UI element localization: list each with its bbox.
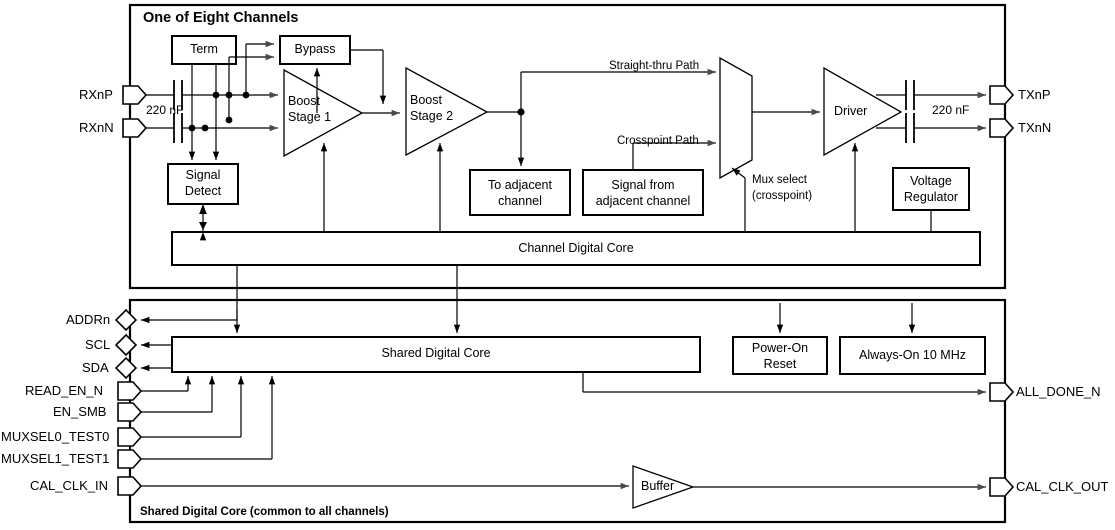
pin-addrn-label: ADDRn — [66, 312, 111, 327]
pin-en-smb-label: EN_SMB — [53, 404, 107, 419]
boost-stage-2-label-line1: Boost — [410, 93, 442, 107]
to-adjacent-channel-label-line1: To adjacent — [488, 178, 552, 192]
tx-coupling-cap-label: 220 nF — [932, 103, 970, 117]
pin-rxnp-label: RXnP — [79, 87, 113, 102]
always-on-clock-label: Always-On 10 MHz — [859, 348, 966, 362]
channel-digital-core-block — [171, 231, 981, 266]
buffer-label: Buffer — [641, 479, 675, 493]
crosspoint-path-label: Crosspoint Path — [617, 135, 699, 147]
from-adjacent-channel-label-line2: adjacent channel — [595, 194, 691, 208]
to-adjacent-channel-block — [469, 169, 571, 216]
pin-muxsel0-test0-label: MUXSEL0_TEST0 — [1, 429, 110, 444]
bypass-label: Bypass — [294, 42, 336, 56]
footer-label: Shared Digital Core (common to all chann… — [140, 506, 389, 518]
pin-sda-label: SDA — [82, 360, 109, 375]
pin-muxsel0-test0[interactable] — [117, 427, 143, 447]
pin-scl[interactable] — [114, 333, 138, 357]
crosspoint-mux — [719, 56, 753, 180]
pin-cal-clk-out[interactable] — [989, 477, 1015, 497]
pin-txnn[interactable] — [989, 118, 1015, 138]
pin-muxsel1-test1-label: MUXSEL1_TEST1 — [1, 451, 110, 466]
driver-label: Driver — [834, 104, 868, 118]
always-on-clock-block — [839, 336, 986, 375]
wire-muxselect-diag — [731, 167, 746, 179]
junction-dots — [188, 91, 525, 132]
power-on-reset-block — [732, 336, 828, 375]
signal-detect-label-line1: Signal — [185, 168, 221, 182]
pin-rxnn[interactable] — [122, 118, 148, 138]
mux-select-label-line1: Mux select — [752, 174, 807, 186]
pin-txnn-label: TXnN — [1018, 120, 1052, 135]
buffer-amplifier — [632, 465, 695, 509]
page-title: One of Eight Channels — [143, 10, 299, 26]
pin-muxsel1-test1[interactable] — [117, 449, 143, 469]
boost-stage-1-label-line2: Stage 1 — [288, 110, 332, 124]
pin-rxnp[interactable] — [122, 85, 148, 105]
power-on-reset-label-line1: Power-On — [751, 341, 809, 355]
pin-read-en-n-label: READ_EN_N — [25, 383, 104, 398]
voltage-regulator-label-line2: Regulator — [903, 190, 959, 204]
power-on-reset-label-line2: Reset — [763, 357, 797, 371]
arrowhead-sd-up — [199, 206, 207, 214]
pin-cal-clk-in-label: CAL_CLK_IN — [30, 478, 109, 493]
pin-read-en-n[interactable] — [117, 381, 143, 401]
pin-cal-clk-in[interactable] — [117, 476, 143, 496]
boost-stage-2-amplifier — [405, 66, 489, 157]
from-adjacent-channel-block — [582, 169, 704, 216]
shared-digital-core-block — [171, 336, 701, 373]
driver-amplifier — [823, 66, 903, 157]
channel-digital-core-label: Channel Digital Core — [518, 241, 634, 255]
pin-addrn[interactable] — [114, 308, 138, 332]
pin-rxnn-label: RXnN — [79, 120, 114, 135]
channel-boundary — [128, 3, 1007, 290]
signal-detect-label-line2: Detect — [184, 184, 222, 198]
pin-all-done-n[interactable] — [989, 382, 1015, 402]
arrowhead-sd-down — [199, 222, 207, 230]
mux-select-label-line2: (crosspoint) — [752, 190, 813, 202]
signal-detect-block — [167, 163, 239, 205]
boost-stage-1-amplifier — [283, 68, 364, 158]
term-block — [171, 35, 237, 65]
term-label: Term — [190, 42, 218, 56]
pin-scl-label: SCL — [85, 337, 111, 352]
pin-txnp[interactable] — [989, 85, 1015, 105]
shared-boundary — [128, 298, 1007, 524]
straight-thru-path-label: Straight-thru Path — [609, 60, 700, 72]
boost-stage-2-label-line2: Stage 2 — [410, 109, 454, 123]
boost-stage-1-label-line1: Boost — [288, 94, 320, 108]
pin-en-smb[interactable] — [117, 402, 143, 422]
shared-digital-core-label: Shared Digital Core — [381, 346, 491, 360]
bypass-block — [279, 35, 351, 65]
voltage-regulator-label-line1: Voltage — [910, 174, 952, 188]
from-adjacent-channel-label-line1: Signal from — [611, 178, 675, 192]
to-adjacent-channel-label-line2: channel — [498, 194, 542, 208]
voltage-regulator-block — [892, 167, 970, 211]
pin-all-done-n-label: ALL_DONE_N — [1016, 384, 1101, 399]
pin-cal-clk-out-label: CAL_CLK_OUT — [1016, 479, 1109, 494]
pin-sda[interactable] — [114, 356, 138, 380]
pin-txnp-label: TXnP — [1018, 87, 1051, 102]
rx-coupling-cap-label: 220 nF — [146, 103, 184, 117]
